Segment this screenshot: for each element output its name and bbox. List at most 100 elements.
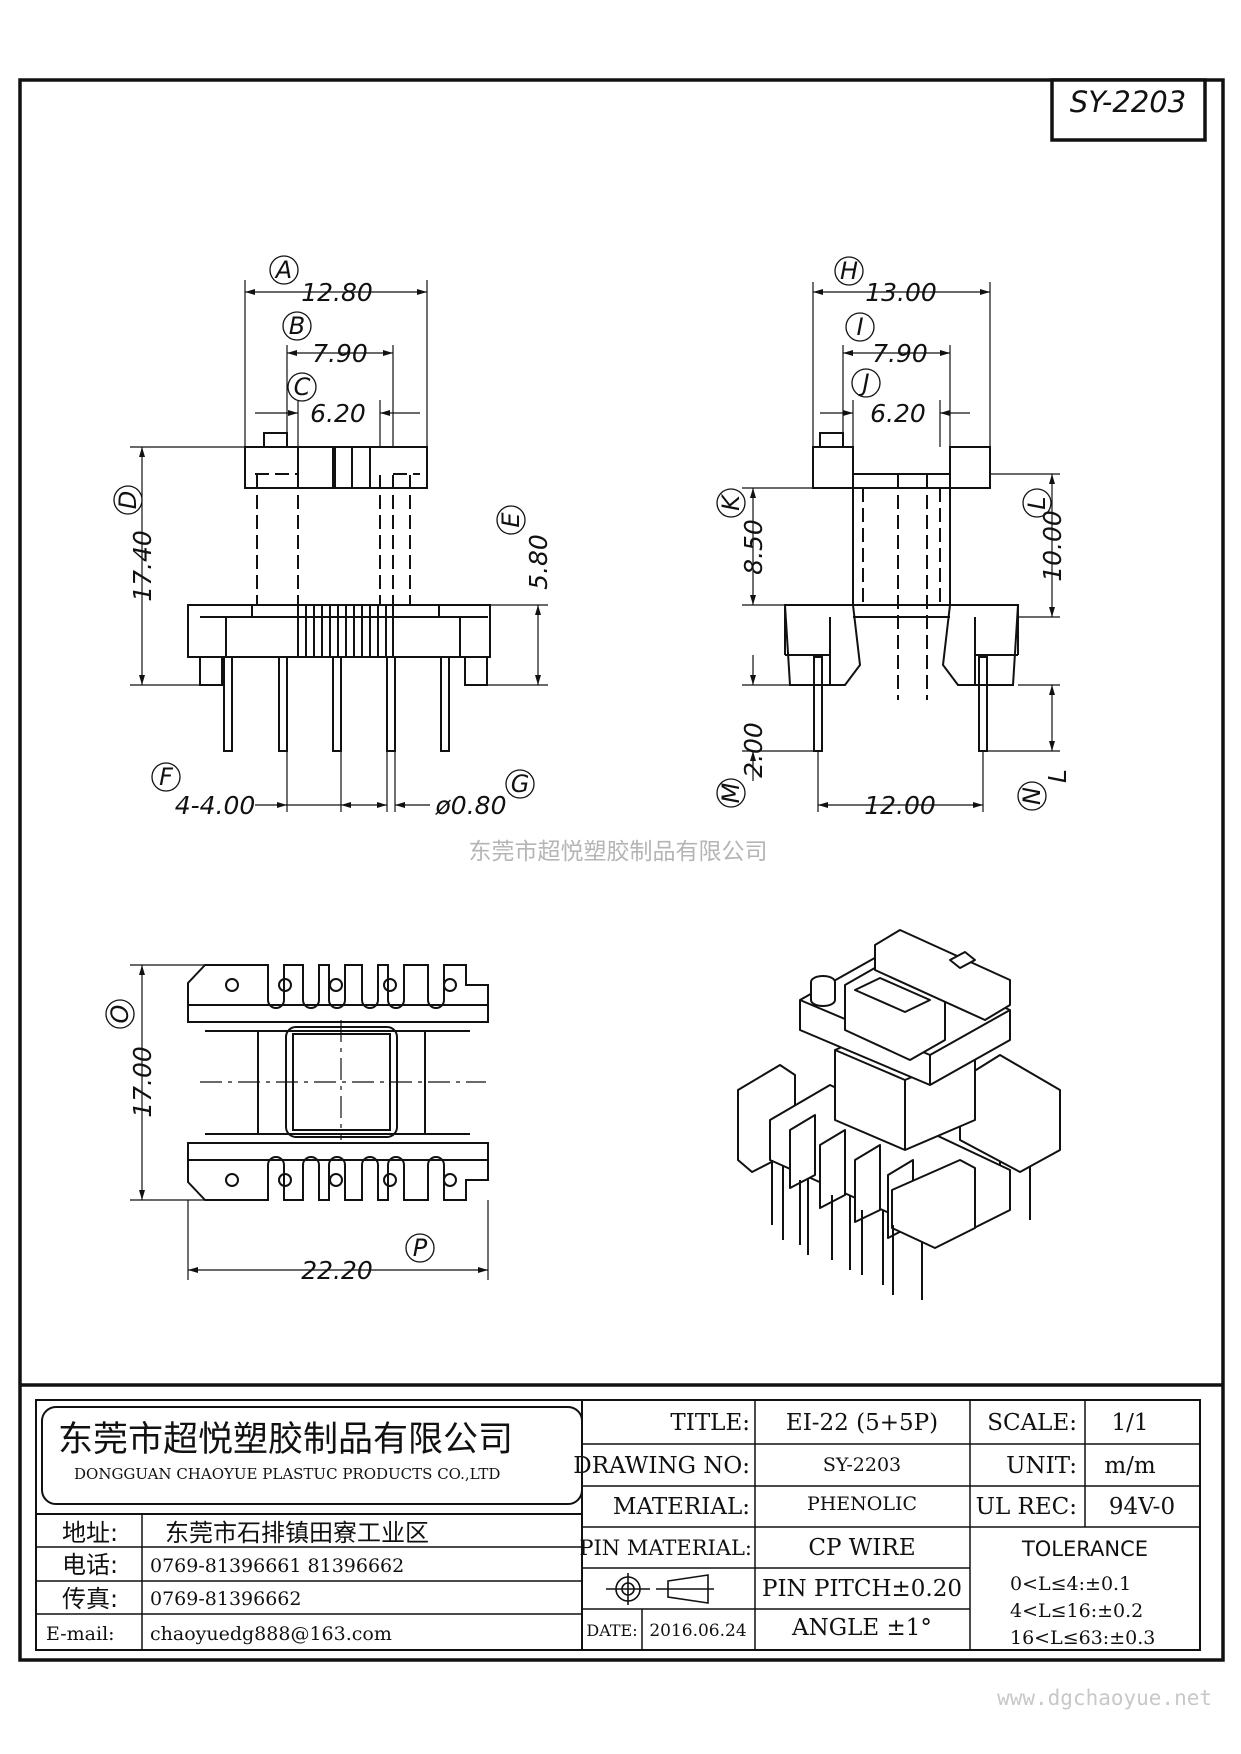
watermark: 东莞市超悦塑胶制品有限公司 xyxy=(469,839,768,865)
fax-value: 0769-81396662 xyxy=(150,1588,301,1610)
callout-circle-K xyxy=(716,488,746,518)
dim-M-value: 2.00 xyxy=(739,722,768,778)
callout-J: J xyxy=(858,369,869,397)
phone-label: 电话: xyxy=(62,1551,118,1579)
address-value: 东莞市石排镇田寮工业区 xyxy=(165,1519,429,1547)
dim-P-value: 22.20 xyxy=(301,1256,373,1285)
material-label: MATERIAL: xyxy=(613,1494,750,1520)
scale-label: SCALE: xyxy=(987,1410,1077,1436)
pin-pitch: PIN PITCH±0.20 xyxy=(762,1576,962,1602)
angle: ANGLE ±1° xyxy=(791,1615,932,1641)
callout-B: B xyxy=(289,312,305,340)
isometric-view xyxy=(737,929,1061,1300)
callout-circle-J xyxy=(851,368,881,398)
callout-circle-A xyxy=(269,255,299,285)
callout-circle-G xyxy=(505,769,535,799)
side-dim-labels: H 13.00 I 7.90 J 6.20 K 8.50 L 10.00 M 2… xyxy=(716,256,1072,820)
outer-frame xyxy=(18,78,1225,1662)
address-label: 地址: xyxy=(62,1519,118,1547)
pin-material-value: CP WIRE xyxy=(808,1535,915,1561)
dim-B-value: 7.90 xyxy=(312,339,368,368)
callout-L: L xyxy=(1023,496,1051,509)
date-value: 2016.06.24 xyxy=(649,1621,746,1641)
callout-K: K xyxy=(717,493,745,511)
callout-circle-I xyxy=(845,312,875,342)
callout-E: E xyxy=(497,512,525,528)
dim-F-value: 4-4.00 xyxy=(175,791,256,820)
callout-circle-N xyxy=(1017,781,1047,811)
dim-D-value: 17.40 xyxy=(128,530,157,602)
projection-symbol-icon xyxy=(606,1573,714,1605)
bottom-view xyxy=(187,964,489,1201)
dim-L-value: 10.00 xyxy=(1038,510,1067,582)
company-name-en: DONGGUAN CHAOYUE PLASTUC PRODUCTS CO.,LT… xyxy=(74,1465,500,1483)
side-view xyxy=(783,432,1020,752)
dim-J-value: 6.20 xyxy=(870,399,926,428)
callout-circle-L xyxy=(1022,488,1052,518)
callout-circle-C xyxy=(287,372,317,402)
phone-value: 0769-81396661 81396662 xyxy=(150,1555,404,1577)
dim-C-value: 6.20 xyxy=(310,399,366,428)
dim-pin-span-value: 12.00 xyxy=(864,791,936,820)
callout-C: C xyxy=(294,373,311,401)
callout-P: P xyxy=(413,1234,428,1262)
callout-F: F xyxy=(159,763,174,791)
dim-E-value: 5.80 xyxy=(524,534,553,590)
part-number: SY-2203 xyxy=(1070,85,1186,119)
tolerance-row-1: 0<L≤4:±0.1 xyxy=(1010,1573,1131,1595)
dim-O-value: 17.00 xyxy=(128,1046,157,1118)
email-value: chaoyuedg888@163.com xyxy=(150,1623,392,1645)
callout-circle-M xyxy=(716,778,746,808)
unit-label: UNIT: xyxy=(1006,1453,1077,1479)
material-value: PHENOLIC xyxy=(807,1493,917,1515)
callout-O: O xyxy=(106,1005,134,1024)
callout-circle-E xyxy=(496,505,526,535)
fax-label: 传真: xyxy=(62,1585,118,1613)
callout-I: I xyxy=(856,313,863,341)
callout-circle-O xyxy=(105,999,135,1029)
front-view-dimensions xyxy=(130,280,548,812)
callout-circle-P xyxy=(405,1233,435,1263)
dim-A-value: 12.80 xyxy=(301,278,373,307)
dim-H-value: 13.00 xyxy=(865,278,937,307)
drawing-no-value: SY-2203 xyxy=(823,1454,901,1476)
bottom-dim-labels: O 17.00 P 22.20 xyxy=(105,999,435,1285)
dim-K-value: 8.50 xyxy=(739,519,768,575)
email-label: E-mail: xyxy=(46,1623,115,1645)
part-number-box xyxy=(1050,78,1207,142)
callout-H: H xyxy=(840,257,858,285)
dim-G-value: ø0.80 xyxy=(435,791,507,820)
tolerance-title: TOLERANCE xyxy=(1021,1537,1148,1561)
drawing-no-label: DRAWING NO: xyxy=(573,1453,750,1479)
scale-value: 1/1 xyxy=(1111,1410,1148,1436)
tolerance-row-2: 4<L≤16:±0.2 xyxy=(1010,1600,1143,1622)
ul-value: 94V-0 xyxy=(1109,1494,1175,1520)
title-label: TITLE: xyxy=(670,1410,750,1436)
callout-G: G xyxy=(511,770,530,798)
ul-label: UL REC: xyxy=(976,1494,1077,1520)
date-label: DATE: xyxy=(586,1621,637,1640)
title-block-text: 东莞市超悦塑胶制品有限公司 DONGGUAN CHAOYUE PLASTUC P… xyxy=(46,1410,1175,1649)
side-view-dimensions xyxy=(742,282,1060,812)
company-name-cn: 东莞市超悦塑胶制品有限公司 xyxy=(58,1420,513,1460)
title-block-lines xyxy=(20,1383,1223,1651)
unit-value: m/m xyxy=(1104,1453,1156,1479)
callout-circle-H xyxy=(834,256,864,286)
callout-N: N xyxy=(1018,787,1046,805)
dim-N-value: L xyxy=(1043,769,1072,783)
front-dim-labels: A 12.80 B 7.90 C 6.20 D 17.40 E 5.80 F 4… xyxy=(113,255,553,820)
bottom-view-dimensions xyxy=(130,964,489,1280)
front-view xyxy=(187,432,491,752)
pin-material-label: PIN MATERIAL: xyxy=(579,1536,752,1560)
title-value: EI-22 (5+5P) xyxy=(786,1410,938,1436)
callout-circle-F xyxy=(151,762,181,792)
website-url: www.dgchaoyue.net xyxy=(997,1686,1212,1710)
callout-circle-B xyxy=(282,311,312,341)
callout-circle-D xyxy=(113,485,143,515)
dim-I-value: 7.90 xyxy=(872,339,928,368)
tolerance-row-3: 16<L≤63:±0.3 xyxy=(1010,1627,1155,1649)
callout-M: M xyxy=(717,782,745,803)
callout-A: A xyxy=(274,256,292,284)
callout-D: D xyxy=(114,491,142,509)
